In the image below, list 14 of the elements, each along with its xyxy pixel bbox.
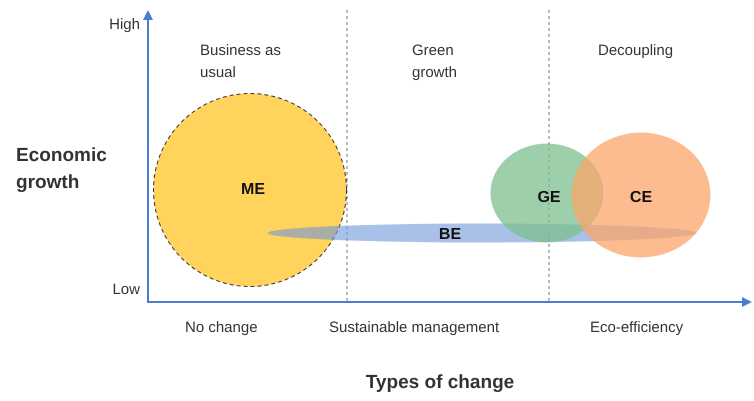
axis-text: No change bbox=[185, 318, 259, 338]
ellipse-label: ME bbox=[241, 181, 265, 199]
axis-text: Types of change bbox=[364, 372, 516, 394]
axis-text: Low bbox=[111, 280, 140, 300]
axis-text: Decoupling bbox=[598, 41, 674, 61]
axis-text: Economic growth bbox=[16, 144, 108, 195]
ellipse-label: CE bbox=[630, 189, 652, 207]
ellipse-label: BE bbox=[438, 226, 462, 244]
ellipse-label: GE bbox=[537, 189, 561, 207]
axis-text: Sustainable management bbox=[329, 318, 500, 338]
axis-text: High bbox=[108, 15, 140, 35]
axis-text: Eco-efficiency bbox=[590, 318, 684, 338]
axis-text: Business as usual bbox=[200, 41, 282, 83]
axis-text: Green growth bbox=[412, 41, 458, 83]
